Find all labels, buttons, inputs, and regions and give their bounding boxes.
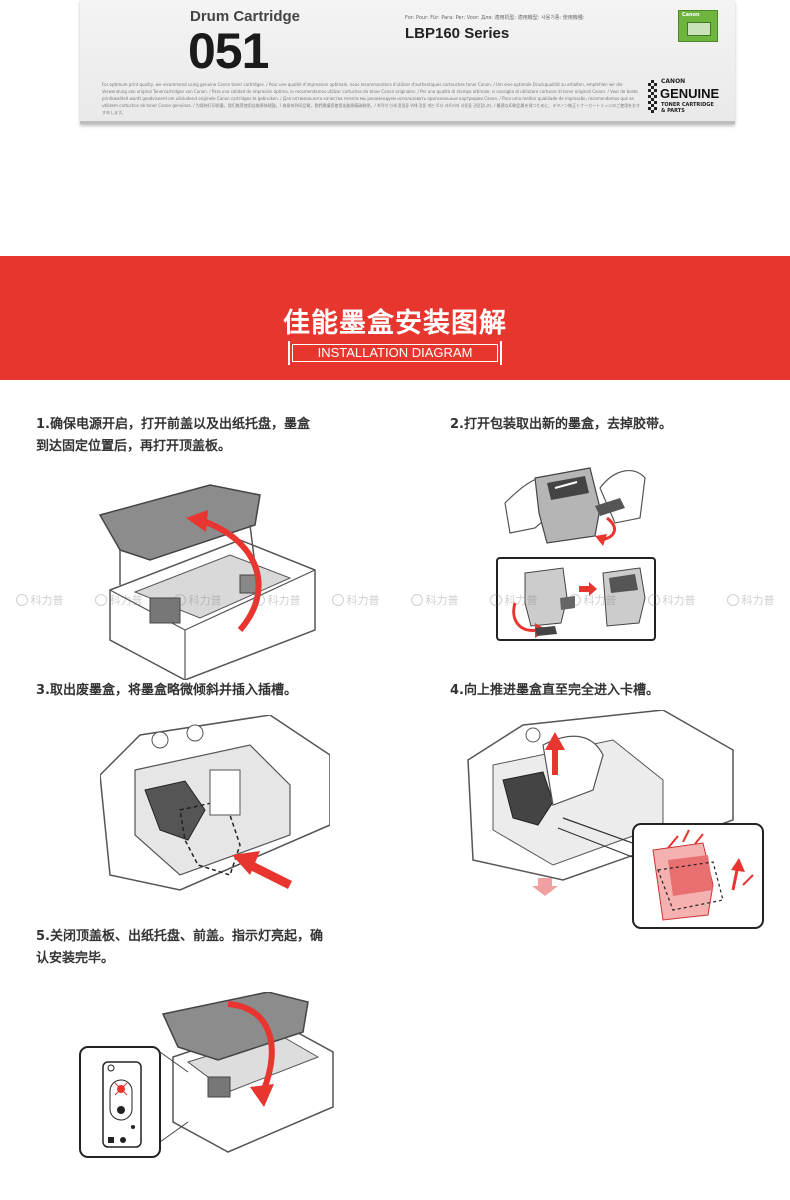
- genuine-sub-line1: TONER CARTRIDGE: [661, 102, 714, 108]
- watermark-text: 科力普: [425, 594, 459, 607]
- watermark-logo-icon: [647, 594, 660, 606]
- checker-icon: [648, 80, 657, 113]
- printer-open-top-illustration: [98, 484, 316, 680]
- watermark: 科力普: [474, 590, 553, 610]
- banner-title-en: INSTALLATION DIAGRAM: [288, 341, 502, 365]
- watermark: 科力普: [237, 590, 316, 610]
- box-fineprint: For optimum print quality, we recommend …: [102, 82, 641, 115]
- watermark: 科力普: [395, 590, 474, 610]
- cartridge-insert-illustration: [100, 715, 330, 891]
- watermark-text: 科力普: [30, 594, 64, 607]
- step-4-line1: 4.向上推进墨盒直至完全进入卡槽。: [450, 683, 659, 698]
- watermark-text: 科力普: [267, 594, 301, 607]
- genuine-sub-line2: & PARTS: [661, 108, 685, 114]
- step-2-text: 2.打开包装取出新的墨盒，去掉胶带。: [450, 414, 672, 436]
- printer-series: LBP160 Series: [405, 25, 510, 42]
- watermark-logo-icon: [568, 594, 581, 606]
- step-5-text: 5.关闭顶盖板、出纸托盘、前盖。指示灯亮起，确 认安装完毕。: [36, 926, 323, 970]
- watermark-logo-icon: [410, 594, 423, 606]
- watermark-text: 科力普: [188, 594, 222, 607]
- product-type: Drum Cartridge: [190, 8, 301, 25]
- canon-sticker: Canon: [678, 10, 718, 42]
- watermark: 科力普: [316, 590, 395, 610]
- genuine-word: GENUINE: [660, 86, 720, 101]
- watermark: 科力普: [79, 590, 158, 610]
- watermark-logo-icon: [94, 594, 107, 606]
- step-1-text: 1.确保电源开启，打开前盖以及出纸托盘，墨盒 到达固定位置后，再打开顶盖板。: [36, 414, 310, 458]
- step-5-line2: 认安装完毕。: [36, 951, 115, 966]
- watermark-logo-icon: [331, 594, 344, 606]
- watermark: 科力普: [158, 590, 237, 610]
- step-4-text: 4.向上推进墨盒直至完全进入卡槽。: [450, 680, 659, 702]
- step-1-line1: 1.确保电源开启，打开前盖以及出纸托盘，墨盒: [36, 417, 310, 432]
- step-2-line1: 2.打开包装取出新的墨盒，去掉胶带。: [450, 417, 672, 432]
- watermark-logo-icon: [252, 594, 265, 606]
- watermark-text: 科力普: [662, 594, 696, 607]
- genuine-brand: CANON: [661, 78, 686, 85]
- watermark-logo-icon: [489, 594, 502, 606]
- watermark-text: 科力普: [504, 594, 538, 607]
- watermark-text: 科力普: [583, 594, 617, 607]
- sticker-hologram-icon: [687, 22, 711, 36]
- banner-title-zh: 佳能墨盒安装图解: [283, 308, 507, 339]
- cartridge-lock-illustration: [467, 710, 764, 929]
- watermark: 科力普: [0, 590, 79, 610]
- watermark: 科力普: [632, 590, 711, 610]
- watermark-logo-icon: [726, 594, 739, 606]
- watermark-row: 科力普 科力普 科力普 科力普 科力普 科力普 科力普 科力普 科力普 科力普: [0, 590, 790, 610]
- cartridge-unpack-illustration: [496, 467, 656, 641]
- genuine-logo: CANON GENUINE TONER CARTRIDGE & PARTS: [648, 78, 728, 118]
- watermark: 科力普: [711, 590, 790, 610]
- watermark-logo-icon: [15, 594, 28, 606]
- product-box-image: Drum Cartridge 051 For: Pour: Für: Para:…: [80, 0, 735, 124]
- printer-close-illustration: [79, 992, 334, 1158]
- step-3-line1: 3.取出废墨盒，将墨盒略微倾斜并插入插槽。: [36, 683, 297, 698]
- step-3-text: 3.取出废墨盒，将墨盒略微倾斜并插入插槽。: [36, 680, 297, 702]
- watermark-logo-icon: [173, 594, 186, 606]
- genuine-subtext: TONER CARTRIDGE & PARTS: [661, 102, 714, 114]
- sticker-brand: Canon: [682, 12, 700, 18]
- watermark-text: 科力普: [741, 594, 775, 607]
- watermark-text: 科力普: [109, 594, 143, 607]
- watermark: 科力普: [553, 590, 632, 610]
- step-5-line1: 5.关闭顶盖板、出纸托盘、前盖。指示灯亮起，确: [36, 929, 323, 944]
- compatible-label: For: Pour: Für: Para: Per: Voor: Для: 適用…: [405, 15, 585, 21]
- title-banner: 佳能墨盒安装图解 INSTALLATION DIAGRAM: [0, 256, 790, 380]
- step-1-line2: 到达固定位置后，再打开顶盖板。: [36, 439, 232, 454]
- model-number: 051: [188, 23, 269, 79]
- watermark-text: 科力普: [346, 594, 380, 607]
